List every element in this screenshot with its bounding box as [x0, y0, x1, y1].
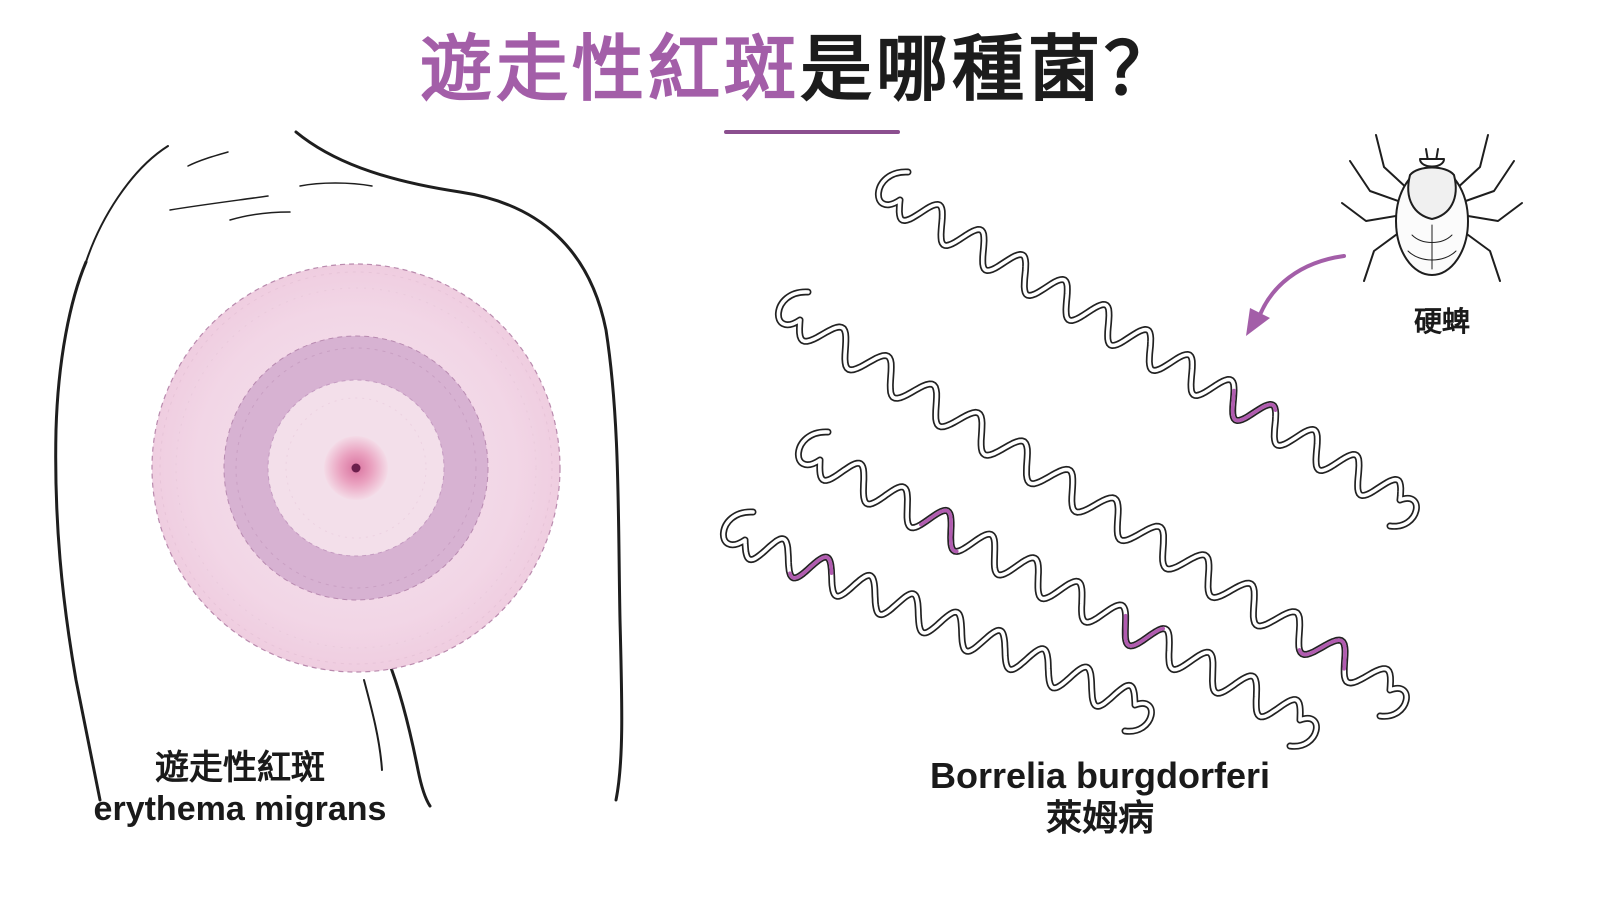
bacteria-label-zh: 萊姆病	[1045, 798, 1154, 840]
tick-bite-point	[351, 463, 361, 473]
spirochete-highlight-3-1	[919, 508, 959, 554]
title-rest: 是哪種菌？	[800, 27, 1181, 111]
bacteria-label: Borrelia burgdorferi 萊姆病	[880, 754, 1320, 840]
bacteria-label-en: Borrelia burgdorferi	[929, 755, 1271, 796]
curved-arrow-icon	[1246, 254, 1346, 336]
spirochete-fill-1	[876, 170, 1419, 528]
spirochete-fill-2	[776, 290, 1409, 718]
torso-outline	[54, 130, 624, 808]
erythema-migrans-rash	[151, 263, 561, 673]
tick-icon	[1341, 134, 1523, 282]
title-highlight: 遊走性紅斑	[419, 27, 800, 111]
title-underline	[724, 130, 900, 134]
rash-label: 遊走性紅斑 erythema migrans	[40, 748, 440, 830]
spirochete-highlight-4-1	[788, 555, 834, 580]
spirochete-highlight-2-1	[1297, 638, 1347, 671]
spirochete-highlight-3-2	[1123, 613, 1165, 648]
tick-label: 硬蜱	[1413, 305, 1470, 338]
rash-label-en: erythema migrans	[93, 789, 387, 828]
page-title: 遊走性紅斑是哪種菌？	[0, 28, 1600, 111]
rash-label-zh: 遊走性紅斑	[155, 748, 325, 788]
spirochete-outline-1	[875, 168, 1420, 530]
spirochete-highlight-1-1	[1230, 388, 1278, 423]
spirochete-fill-3	[796, 430, 1319, 748]
borrelia-spirochetes	[720, 168, 1420, 750]
